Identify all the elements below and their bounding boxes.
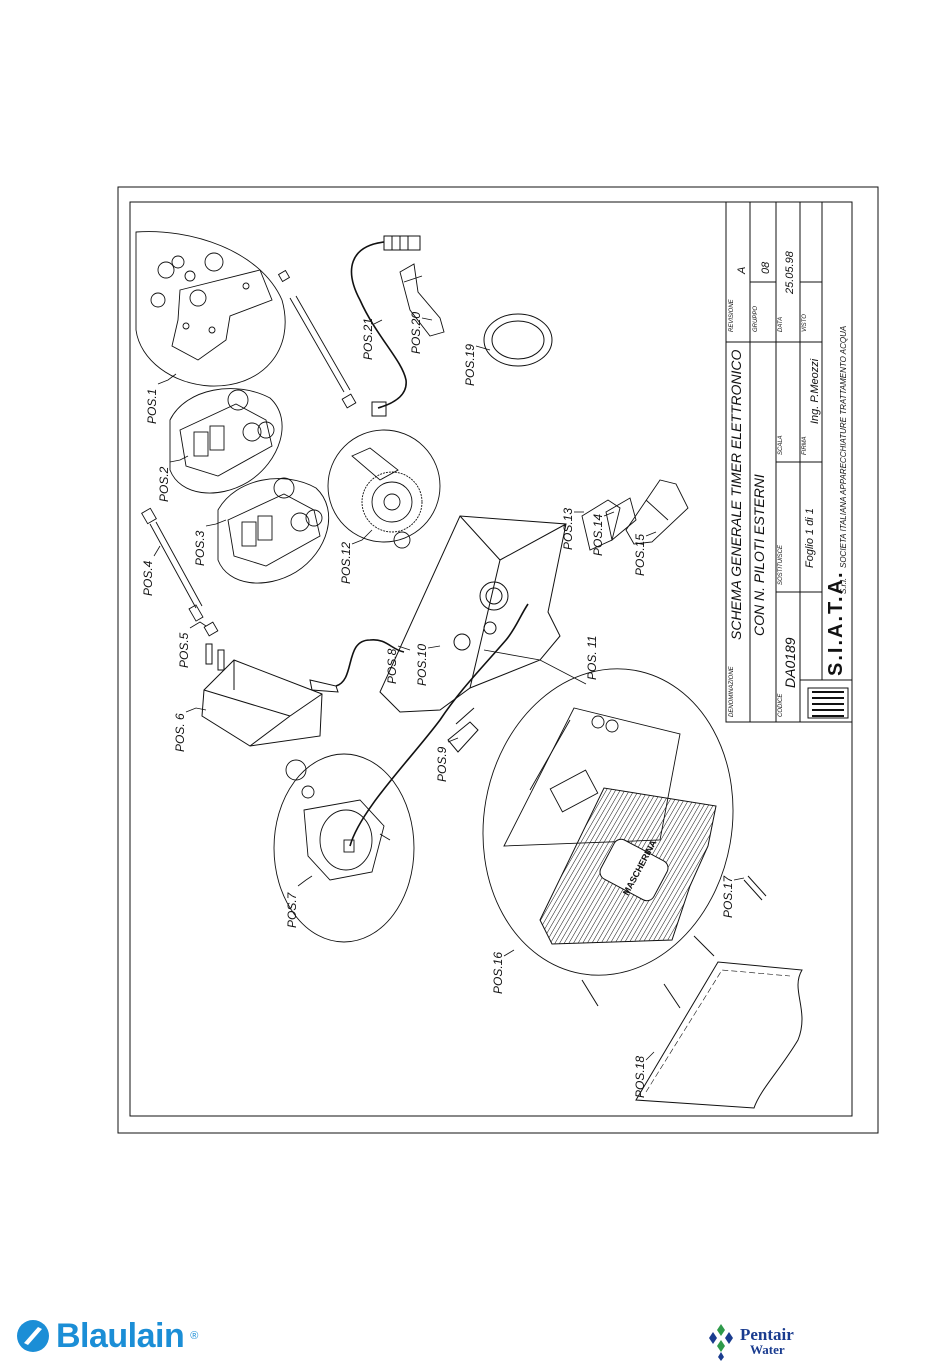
label-pos21: POS.21 xyxy=(361,318,375,360)
label-pos18: POS.18 xyxy=(633,1056,647,1098)
part-pos18-cover-inner xyxy=(645,969,791,1093)
label-pos14: POS.14 xyxy=(591,514,605,556)
part-pos3-pilot-block xyxy=(217,477,330,584)
data-value: 25.05.98 xyxy=(784,250,796,295)
foglio-value: Foglio 1 di 1 xyxy=(804,508,816,568)
part-pos20-clip xyxy=(399,263,445,337)
label-pos1: POS.1 xyxy=(145,389,159,424)
label-data: DATA xyxy=(778,317,784,332)
pentair-wordmark: Pentair xyxy=(740,1325,794,1344)
label-codice: CODICE xyxy=(778,693,784,717)
label-pos10: POS.10 xyxy=(415,644,429,686)
company-short: S.I.A.T.A. xyxy=(825,570,847,676)
part-pos7-motor xyxy=(273,753,415,943)
label-pos13: POS.13 xyxy=(561,508,575,550)
drawing-title-line2: CON N. PILOTI ESTERNI xyxy=(751,474,767,636)
label-pos20: POS.20 xyxy=(409,312,423,354)
part-pos9-connector xyxy=(447,707,479,753)
mascherina-label-box xyxy=(599,838,669,902)
label-pos12: POS.12 xyxy=(339,542,353,584)
label-pos11: POS. 11 xyxy=(585,636,599,680)
part-pos4-rod xyxy=(141,507,219,637)
label-pos7: POS.7 xyxy=(285,891,299,928)
label-pos6: POS. 6 xyxy=(173,713,187,752)
label-pos2: POS.2 xyxy=(157,466,171,502)
title-block: REVISIONE A GRUPPO 08 DATA 25.05.98 VIST… xyxy=(725,201,853,723)
drawing-title-line1: SCHEMA GENERALE TIMER ELETTRONICO xyxy=(728,349,744,640)
label-visto: VISTO xyxy=(802,314,808,332)
label-pos5: POS.5 xyxy=(177,632,191,668)
cable-power xyxy=(335,639,405,687)
company-suffix: S.r.l. xyxy=(839,578,848,594)
part-pos17-screws xyxy=(581,875,767,1009)
label-denominazione: DENOMINAZIONE xyxy=(729,665,735,717)
label-scala: SCALA xyxy=(778,435,784,455)
part-pos18-cover xyxy=(635,961,803,1109)
blaulain-mark-icon xyxy=(17,1320,49,1352)
label-pos8: POS.8 xyxy=(385,648,399,684)
part-pos2-pilot-block xyxy=(169,388,283,494)
part-pos19-ring xyxy=(483,313,553,367)
label-firma: FIRMA xyxy=(802,436,808,455)
part-long-rod xyxy=(277,269,357,409)
blaulain-wordmark: Blaulain xyxy=(56,1316,185,1355)
pentair-water-wordmark: Water xyxy=(750,1342,785,1357)
leader-lines xyxy=(153,317,745,1061)
part-pos21-sensor xyxy=(371,235,421,417)
gruppo-value: 08 xyxy=(760,261,772,274)
company-full: SOCIETA ITALIANA APPARECCHIATURE TRATTAM… xyxy=(839,326,848,568)
part-pos13-pos14-connectors xyxy=(581,497,637,551)
label-pos3: POS.3 xyxy=(193,530,207,566)
part-pos15-bracket xyxy=(625,479,689,545)
label-pos16: POS.16 xyxy=(491,952,505,994)
blaulain-registered-mark: ® xyxy=(190,1330,199,1342)
pentair-mark-icon xyxy=(709,1324,733,1361)
label-revisione: REVISIONE xyxy=(729,298,735,332)
label-pos19: POS.19 xyxy=(463,344,477,386)
codice-value: DA0189 xyxy=(782,637,798,688)
pentair-logo: Pentair Water xyxy=(708,1322,794,1362)
label-gruppo: GRUPPO xyxy=(753,306,759,332)
revisione-value: A xyxy=(736,267,748,275)
position-labels: POS.1 POS.2 POS.3 POS.4 POS.5 POS. 6 POS… xyxy=(141,312,735,1098)
label-sostituisce: SOSTITUISCE xyxy=(778,544,784,585)
part-pos6-power-supply xyxy=(201,643,339,747)
label-pos4: POS.4 xyxy=(141,560,155,596)
firma-value: Ing. P.Meozzi xyxy=(809,358,821,424)
label-pos9: POS.9 xyxy=(435,746,449,782)
part-pos1-pilot-assembly xyxy=(135,231,286,387)
part-main-housing xyxy=(379,515,567,713)
outer-frame xyxy=(117,186,879,1134)
blaulain-logo: Blaulain ® xyxy=(16,1316,198,1356)
cable-motor xyxy=(349,603,529,847)
siata-logo xyxy=(807,687,849,719)
part-pos12-gear-assembly xyxy=(327,429,441,549)
label-pos17: POS.17 xyxy=(721,875,735,918)
label-pos15: POS.15 xyxy=(633,534,647,576)
part-pos21-cable xyxy=(350,241,407,409)
